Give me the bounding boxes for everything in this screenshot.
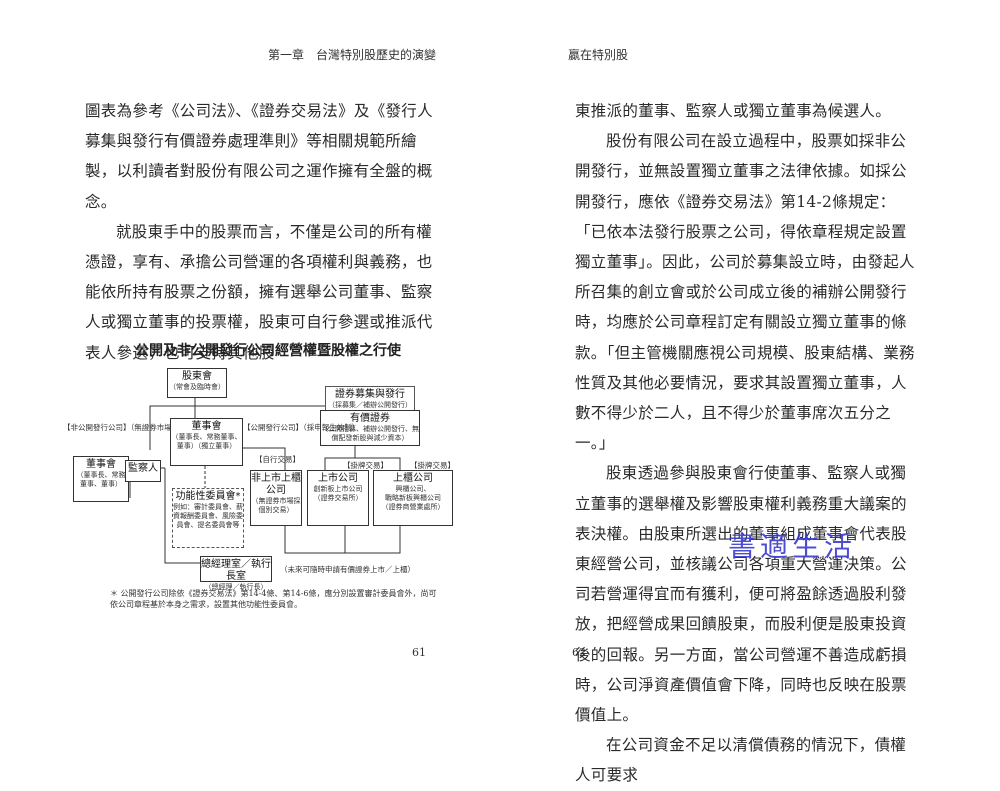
shareholder-meeting-box: 股東會 （常會及臨時會）	[167, 368, 227, 398]
paragraph: 股東透過參與股東會行使董事、監察人或獨立董事的選舉權及影響股東權利義務重大議案的…	[575, 464, 907, 725]
right-body-text: 東推派的董事、監察人或獨立董事為候選人。 股份有限公司在設立過程中，股票如採非公…	[575, 96, 917, 791]
left-body-text: 圖表為參考《公司法》、《證券交易法》及《發行人募集與發行有價證券處理準則》等相關…	[85, 96, 433, 368]
supervisor-box: 監察人	[125, 460, 161, 482]
unlisted-company-box: 非上市上櫃公司 （無證券市場採個別交易）	[250, 470, 302, 526]
page-number-right: 62	[572, 646, 586, 659]
figure-footnote: ＊ 公開發行公司除依《證券交易法》第14-4條、第14-6條，應分別設置審計委員…	[110, 589, 437, 609]
exchange-label: 【掛牌交易】	[343, 461, 388, 470]
paragraph: 股份有限公司在設立過程中，股票如採非公開發行，並無設置獨立董事之法律依據。如採公…	[575, 132, 915, 453]
self-trade-label: 【自行交易】	[255, 455, 300, 464]
exchange-label: 【掛牌交易】	[410, 461, 455, 470]
listed-company-box: 上市公司 創新板上市公司（證券交易所）	[307, 470, 369, 526]
right-page: 贏在特別股 東推派的董事、監察人或獨立董事為候選人。 股份有限公司在設立過程中，…	[500, 0, 1000, 784]
non-public-label: 【非公開發行公司】（無證券市場採個別交易）	[63, 423, 217, 432]
watermark-text: 書適生活	[728, 530, 857, 563]
director-box: 董事會 （董事長、常務董事、董事）	[73, 456, 129, 502]
listing-note-label: （未來可隨時申請有價證券上市／上櫃）	[280, 565, 415, 574]
general-manager-box: 總經理室／執行長室 （總經理／執行長）	[200, 556, 272, 591]
paragraph: 圖表為參考《公司法》、《證券交易法》及《發行人募集與發行有價證券處理準則》等相關…	[85, 102, 433, 211]
functional-committee-box: 功能性委員會* 例如：審計委員會、薪資報酬委員會、風險委員會、提名委員會等	[172, 488, 244, 548]
left-page: 第一章 台灣特別股歷史的演變 圖表為參考《公司法》、《證券交易法》及《發行人募集…	[0, 0, 500, 701]
page-number-left: 61	[412, 646, 426, 659]
public-label: 【公開發行公司】（採申報生效制）	[243, 423, 360, 432]
paragraph: 東推派的董事、監察人或獨立董事為候選人。	[575, 102, 892, 120]
securities-box: 有價證券 （公開招募、補辦公開發行、無償配發新股與減少資本）	[320, 410, 420, 446]
board-box: 董事會 （董事長、常務董事、董事）（獨立董事）	[170, 418, 243, 466]
running-head-right: 贏在特別股	[568, 48, 629, 62]
paragraph: 就股東手中的股票而言，不僅是公司的所有權憑證，享有、承擔公司營運的各項權利與義務…	[85, 222, 433, 362]
org-chart-diagram: 股東會 （常會及臨時會） 證券募集與發行 （採募集／補辦公開發行） 有價證券 （…	[55, 358, 475, 591]
paragraph: 在公司資金不足以清償債務的情況下，債權人可要求	[575, 736, 907, 785]
otc-company-box: 上櫃公司 興櫃公司、 戰略新板興櫃公司 （證券商營業處所）	[373, 470, 453, 526]
figure-title: 公開及非公開發行公司經營權暨股權之行使	[135, 343, 401, 359]
running-head-left: 第一章 台灣特別股歷史的演變	[268, 48, 437, 62]
